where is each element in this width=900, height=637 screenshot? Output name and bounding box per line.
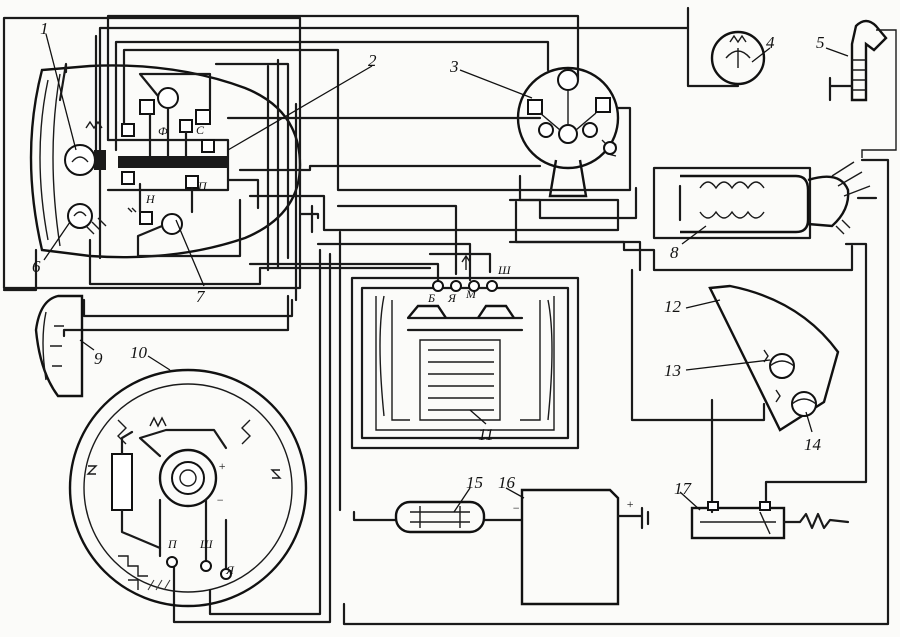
generator-plus-terminal: + — [218, 459, 226, 473]
headlight-bulb-icon — [64, 120, 106, 176]
callout-7: 7 — [196, 287, 206, 306]
callout-12: 12 — [664, 297, 682, 316]
central-switch — [106, 72, 242, 258]
regulator-terminal-ya: Я — [447, 291, 457, 305]
ignition-coil — [652, 161, 871, 240]
battery-plus-terminal: + — [626, 497, 634, 511]
relay-regulator — [350, 254, 580, 450]
generator-terminal-sh: Ш — [199, 537, 214, 551]
callout-15: 15 — [466, 473, 483, 492]
switch-terminal-c: С — [196, 123, 205, 137]
callout-16: 16 — [498, 473, 516, 492]
generator-terminal-ya: Я — [225, 563, 235, 577]
generator — [68, 368, 308, 608]
regulator-terminal-sh: Ш — [497, 263, 512, 277]
callout-3: 3 — [449, 57, 459, 76]
callout-11: 11 — [478, 425, 494, 444]
callout-9: 9 — [94, 349, 103, 368]
regulator-terminal-b: Б — [427, 291, 435, 305]
callout-8: 8 — [670, 243, 679, 262]
regulator-terminal-m: М — [465, 287, 477, 301]
switch-terminal-n: Н — [145, 192, 156, 206]
generator-terminal-p: П — [167, 537, 178, 551]
callout-1: 1 — [40, 19, 49, 38]
switch-terminal-f: Ф — [158, 124, 168, 138]
callout-4: 4 — [766, 33, 775, 52]
callout-5: 5 — [816, 33, 825, 52]
indicator-lamp-icon — [710, 30, 766, 86]
battery-minus-terminal: − — [512, 501, 520, 515]
spark-plug-icon — [828, 19, 897, 158]
battery — [520, 488, 650, 606]
brake-light-switch — [690, 501, 850, 540]
ignition-distributor — [516, 66, 620, 198]
callout-2: 2 — [368, 51, 377, 70]
tail-lamp-icon — [34, 294, 84, 398]
callout-10: 10 — [130, 343, 148, 362]
fuse-icon — [394, 500, 486, 534]
parking-lamp-icon — [67, 203, 107, 235]
generator-minus-terminal: − — [216, 493, 224, 507]
callout-17: 17 — [674, 479, 693, 498]
callout-6: 6 — [32, 257, 41, 276]
headlight-frame — [2, 16, 302, 290]
leader-lines — [43, 33, 849, 513]
rear-lamp-housing — [708, 284, 840, 432]
switch-terminal-p: П — [197, 179, 208, 193]
callout-14: 14 — [804, 435, 822, 454]
wiring-harness — [2, 6, 890, 626]
callout-13: 13 — [664, 361, 681, 380]
